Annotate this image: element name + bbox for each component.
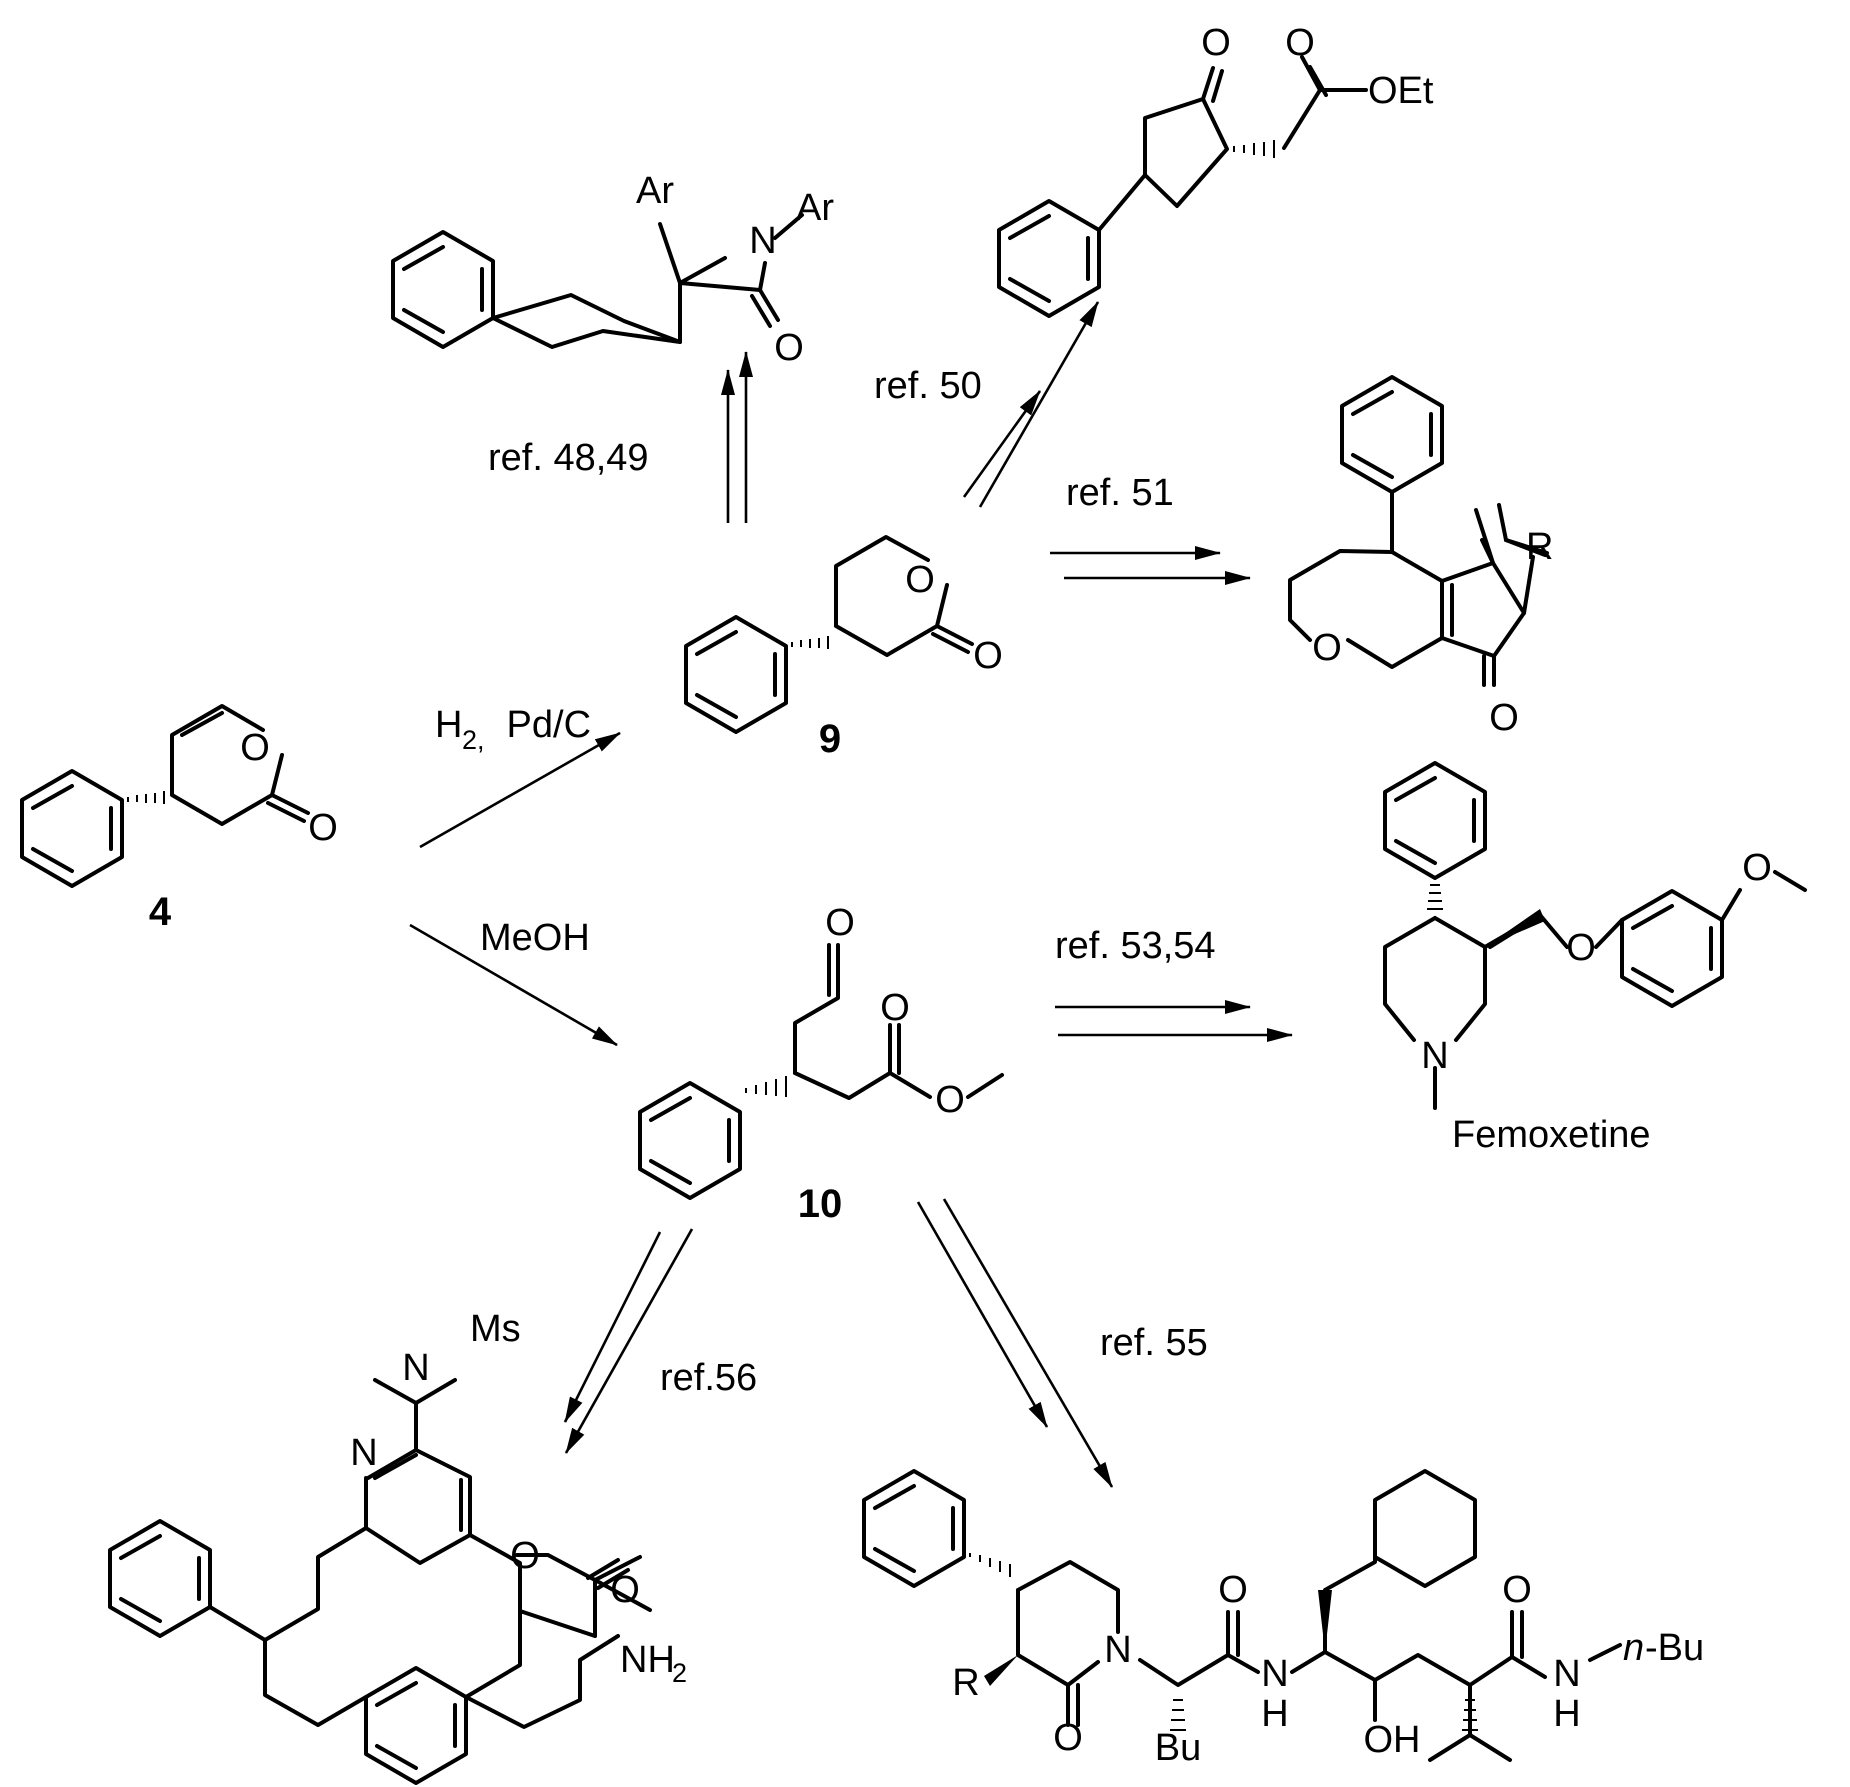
- reagent-h2-subscript: 2,: [462, 725, 485, 755]
- atom-label: O: [1312, 627, 1342, 669]
- atom-subscript: 2: [672, 1658, 687, 1688]
- atom-label: O: [510, 1535, 540, 1577]
- atom-label: Ms: [470, 1308, 521, 1350]
- atom-label: Ar: [636, 170, 674, 212]
- atom-label: O: [1201, 22, 1231, 64]
- atom-label: N: [1421, 1035, 1448, 1077]
- atom-label: OH: [1364, 1719, 1421, 1761]
- arrow-4-to-9: [419, 731, 621, 849]
- atom-label: -Bu: [1645, 1627, 1704, 1669]
- atom-label: O: [774, 327, 804, 369]
- arrow-10-to-peptide-a: [916, 1201, 1049, 1428]
- ref-50-label: ref. 50: [874, 365, 982, 407]
- macrocycle-structure: N Ms N O O NH 2: [108, 1308, 687, 1785]
- ref-56-label: ref.56: [660, 1357, 757, 1399]
- atom-label: O: [973, 635, 1003, 677]
- compound-9-structure: O O: [684, 535, 1003, 734]
- atom-label: NH: [620, 1639, 675, 1681]
- atom-label: R: [1526, 526, 1553, 568]
- pyrano-cyclopentenone-structure: O O R: [1288, 375, 1553, 739]
- arrow-10-to-peptide-b: [942, 1198, 1114, 1488]
- arrow-9-to-cyclopentanone-a: [962, 390, 1042, 498]
- atom-label: OEt: [1368, 70, 1434, 112]
- atom-label: O: [1566, 927, 1596, 969]
- atom-label: O: [935, 1079, 965, 1121]
- atom-label: O: [1218, 1569, 1248, 1611]
- atom-label: O: [1285, 22, 1315, 64]
- atom-label: R: [952, 1662, 979, 1704]
- atom-label: O: [905, 559, 935, 601]
- ref-51-label: ref. 51: [1066, 472, 1174, 514]
- atom-label: O: [825, 902, 855, 944]
- atom-label: N: [350, 1432, 377, 1474]
- cyclopentanone-ester-structure: O O OEt: [997, 22, 1434, 318]
- compound-10-structure: O O O: [638, 902, 1004, 1200]
- atom-label: O: [1489, 697, 1519, 739]
- reaction-labels: H 2, Pd/C MeOH ref. 48,49 ref. 50 ref. 5…: [435, 365, 1216, 1399]
- atom-label: N: [1104, 1629, 1131, 1671]
- atom-label: N: [1261, 1653, 1288, 1695]
- atom-label: N: [1553, 1653, 1580, 1695]
- atom-label: O: [1053, 1717, 1083, 1759]
- reagent-pdc-label: Pd/C: [496, 704, 591, 746]
- arrow-4-to-10: [409, 923, 618, 1047]
- reagent-h2-label: H: [435, 704, 462, 746]
- ref-48-49-label: ref. 48,49: [488, 437, 649, 479]
- compound-number-10: 10: [798, 1182, 843, 1226]
- femoxetine-structure: N O O: [1383, 761, 1807, 1110]
- atom-label: n: [1623, 1627, 1644, 1669]
- reagent-meoh-label: MeOH: [480, 917, 590, 959]
- compound-4-structure: O O: [20, 704, 338, 888]
- arrow-10-to-macrocycle-a: [563, 1231, 662, 1423]
- atom-label: O: [308, 807, 338, 849]
- atom-label: O: [610, 1569, 640, 1611]
- compound-number-4: 4: [149, 890, 172, 934]
- piperidinone-peptide-structure: R N O Bu O N H OH O N H n -Bu: [862, 1469, 1704, 1769]
- ref-55-label: ref. 55: [1100, 1322, 1208, 1364]
- atom-label: N: [402, 1347, 429, 1389]
- atom-label: O: [880, 987, 910, 1029]
- atom-label: Bu: [1155, 1727, 1201, 1769]
- atom-label: O: [240, 727, 270, 769]
- atom-label: Ar: [796, 187, 834, 229]
- compound-number-9: 9: [819, 717, 841, 761]
- atom-label: O: [1502, 1569, 1532, 1611]
- reaction-arrows: [409, 301, 1293, 1488]
- atom-label: N: [749, 220, 776, 262]
- ref-53-54-label: ref. 53,54: [1055, 925, 1216, 967]
- compound-name-femoxetine: Femoxetine: [1452, 1114, 1651, 1156]
- atom-label: H: [1261, 1693, 1288, 1735]
- arrow-10-to-macrocycle-b: [564, 1228, 694, 1454]
- spiro-beta-lactam-structure: Ar N Ar O: [391, 170, 834, 369]
- atom-label: H: [1553, 1693, 1580, 1735]
- arrow-9-to-cyclopentanone-b: [978, 301, 1100, 508]
- atom-label: O: [1742, 847, 1772, 889]
